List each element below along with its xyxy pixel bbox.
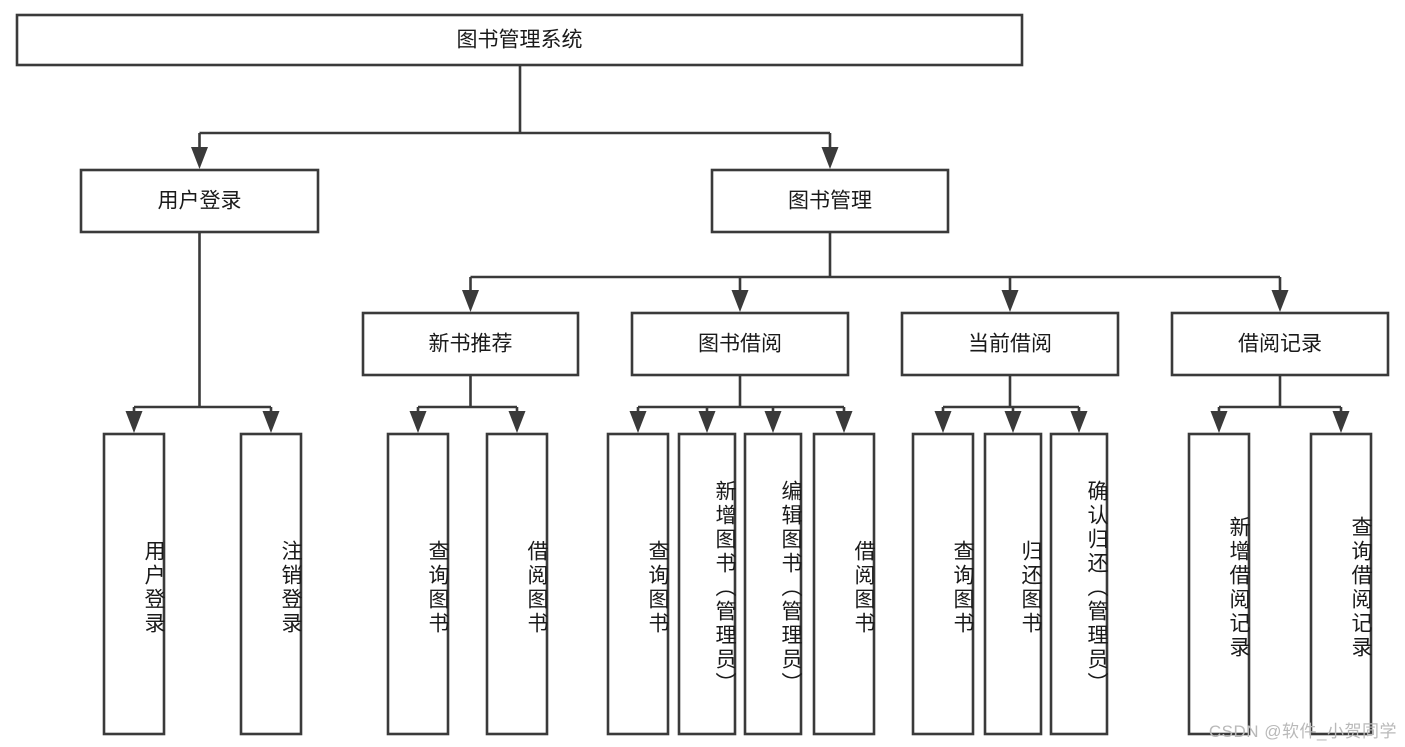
node-level3-3-rect[interactable] (1170, 311, 1390, 377)
leaf-node-2[interactable] (386, 432, 450, 736)
node-level2-0-label: 用户登录 (158, 190, 242, 213)
node-level3-2[interactable] (900, 311, 1120, 377)
node-level2-0[interactable] (79, 168, 320, 234)
node-root-label: 图书管理系统 (457, 29, 583, 52)
connectors-layer (125, 65, 1350, 433)
leaf-node-11-rect[interactable] (1187, 432, 1251, 736)
leaf-node-9[interactable] (983, 432, 1043, 736)
leaf-node-3[interactable] (485, 432, 549, 736)
leaf-node-10-rect[interactable] (1049, 432, 1109, 736)
node-level3-0-label: 新书推荐 (429, 333, 513, 356)
leaf-node-4-rect[interactable] (606, 432, 670, 736)
node-level3-3-label: 借阅记录 (1238, 333, 1322, 356)
leaf-node-8-rect[interactable] (911, 432, 975, 736)
leaf-node-5-rect[interactable] (677, 432, 737, 736)
node-root[interactable] (15, 13, 1024, 67)
leaf-node-6-rect[interactable] (743, 432, 803, 736)
node-level2-1-label: 图书管理 (788, 190, 872, 213)
leaf-node-1-rect[interactable] (239, 432, 303, 736)
leaf-node-1[interactable] (239, 432, 303, 736)
node-level3-1-label: 图书借阅 (698, 333, 782, 356)
boxes-layer (15, 13, 1390, 736)
leaf-node-6[interactable] (743, 432, 803, 736)
node-level2-0-rect[interactable] (79, 168, 320, 234)
leaf-node-7[interactable] (812, 432, 876, 736)
node-level3-0[interactable] (361, 311, 580, 377)
node-level3-1[interactable] (630, 311, 850, 377)
leaf-node-5[interactable] (677, 432, 737, 736)
node-level2-1[interactable] (710, 168, 950, 234)
leaf-node-12[interactable] (1309, 432, 1373, 736)
node-level3-0-rect[interactable] (361, 311, 580, 377)
node-level2-1-rect[interactable] (710, 168, 950, 234)
node-level3-2-label: 当前借阅 (968, 333, 1052, 356)
leaf-node-2-rect[interactable] (386, 432, 450, 736)
leaf-node-12-rect[interactable] (1309, 432, 1373, 736)
node-level3-3[interactable] (1170, 311, 1390, 377)
node-root-rect[interactable] (15, 13, 1024, 67)
leaf-node-11[interactable] (1187, 432, 1251, 736)
leaf-node-0-rect[interactable] (102, 432, 166, 736)
leaf-node-7-rect[interactable] (812, 432, 876, 736)
node-level3-2-rect[interactable] (900, 311, 1120, 377)
watermark-text: CSDN @软件_小贺同学 (1208, 722, 1397, 741)
leaf-node-3-rect[interactable] (485, 432, 549, 736)
leaf-node-10[interactable] (1049, 432, 1109, 736)
leaf-node-4[interactable] (606, 432, 670, 736)
leaf-node-9-rect[interactable] (983, 432, 1043, 736)
leaf-node-8[interactable] (911, 432, 975, 736)
node-level3-1-rect[interactable] (630, 311, 850, 377)
leaf-node-0[interactable] (102, 432, 166, 736)
